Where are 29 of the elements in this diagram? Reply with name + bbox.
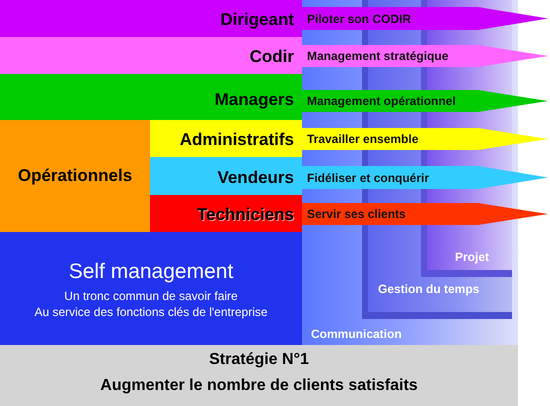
role-label: Vendeurs — [217, 168, 294, 188]
role-band — [150, 120, 302, 157]
role-group-band — [0, 120, 150, 232]
base-subtitle: Un tronc commun de savoir faire — [63, 289, 239, 303]
goal-label: Piloter son CODIR — [307, 12, 412, 26]
role-band — [0, 0, 302, 37]
role-label: Techniciens — [197, 205, 294, 225]
role-label: Administratifs — [180, 130, 294, 150]
base-subtitle: Au service des fonctions clés de l'entreprise — [33, 305, 269, 319]
goal-label: Fidéliser et conquérir — [307, 170, 430, 184]
layer-label: Projet — [455, 250, 490, 264]
strategy-band — [0, 345, 518, 406]
layer-label: Gestion du temps — [378, 282, 480, 296]
goal-label: Management opérationnel — [307, 94, 456, 108]
role-label: Codir — [250, 47, 294, 67]
role-label: Dirigeant — [220, 10, 294, 30]
strategy-goal: Augmenter le nombre de clients satisfaits — [99, 377, 419, 395]
goal-label: Travailler ensemble — [307, 132, 418, 146]
layer-label: Communication — [311, 327, 402, 341]
role-band — [0, 74, 302, 120]
strategy-title: Stratégie N°1 — [208, 351, 310, 369]
base-band — [0, 232, 302, 345]
role-band — [150, 157, 302, 195]
role-label: Managers — [214, 90, 294, 110]
goal-label: Servir ses clients — [307, 207, 406, 221]
base-title: Self management — [68, 260, 234, 284]
role-band — [150, 195, 302, 232]
role-label: Opérationnels — [16, 166, 134, 186]
goal-label: Management stratégique — [307, 49, 448, 63]
